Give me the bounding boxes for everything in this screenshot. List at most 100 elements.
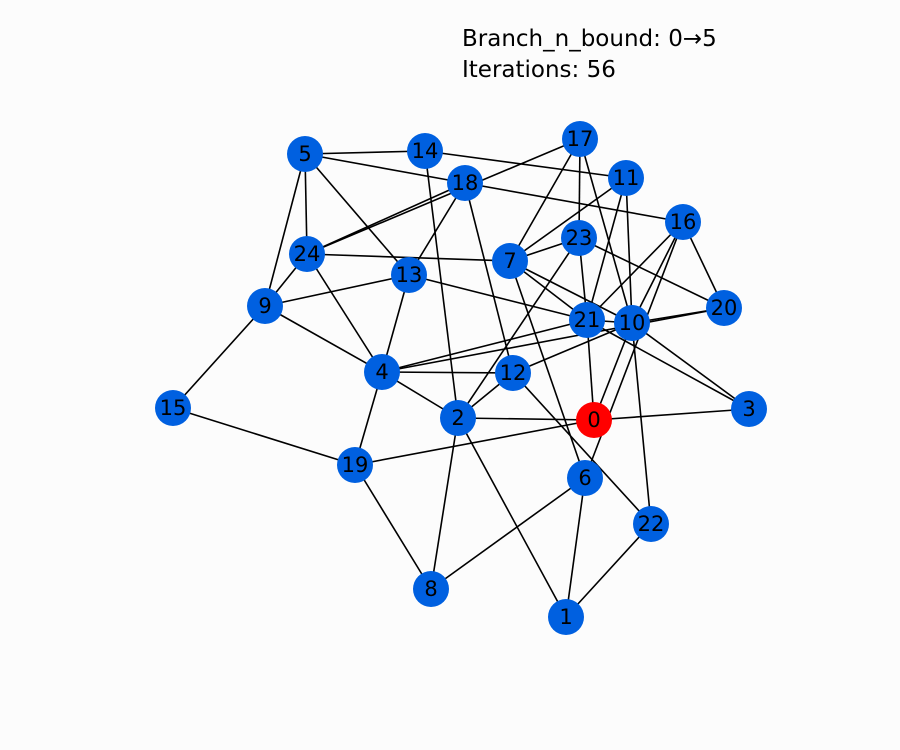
node-1: 1 (548, 599, 584, 635)
title-block: Branch_n_bound: 0→5 Iterations: 56 (462, 24, 717, 86)
node-circle-12 (495, 355, 531, 391)
node-18: 18 (447, 165, 483, 201)
node-13: 13 (391, 257, 427, 293)
algorithm-title: Branch_n_bound: 0→5 (462, 26, 717, 52)
node-label-17: 17 (567, 127, 594, 151)
node-circle-1 (548, 599, 584, 635)
node-14: 14 (407, 133, 443, 169)
node-label-13: 13 (396, 263, 423, 287)
edge-19-8 (354, 464, 432, 590)
edge-22-1 (565, 523, 652, 618)
node-circle-22 (633, 506, 669, 542)
edge-16-21 (586, 221, 684, 321)
edge-18-16 (464, 182, 684, 223)
edge-23-2 (457, 237, 580, 419)
node-circle-24 (289, 236, 325, 272)
edge-17-24 (306, 138, 581, 255)
node-circle-15 (155, 390, 191, 426)
edge-5-13 (304, 153, 410, 276)
edge-7-10 (509, 260, 633, 324)
edge-4-12 (381, 371, 514, 374)
node-label-5: 5 (298, 142, 311, 166)
node-label-15: 15 (160, 396, 187, 420)
edge-6-1 (565, 477, 586, 618)
edge-9-15 (172, 305, 266, 409)
edge-15-19 (172, 407, 356, 466)
node-23: 23 (561, 220, 597, 256)
node-3: 3 (731, 391, 767, 427)
node-0: 0 (576, 402, 612, 438)
node-circle-14 (407, 133, 443, 169)
node-circle-16 (665, 204, 701, 240)
edge-10-3 (631, 322, 750, 410)
edge-14-11 (424, 150, 627, 179)
node-label-19: 19 (342, 453, 369, 477)
edge-16-10 (631, 221, 684, 324)
node-15: 15 (155, 390, 191, 426)
edge-12-10 (512, 322, 633, 374)
node-label-2: 2 (451, 406, 464, 430)
node-label-7: 7 (503, 249, 516, 273)
node-label-23: 23 (566, 226, 593, 250)
edge-9-4 (264, 305, 383, 373)
node-circle-13 (391, 257, 427, 293)
edge-5-18 (304, 153, 466, 184)
edge-5-9 (264, 153, 306, 307)
edge-17-7 (509, 138, 581, 262)
edge-2-1 (457, 417, 567, 618)
edge-9-13 (264, 274, 410, 307)
node-label-20: 20 (711, 296, 738, 320)
node-6: 6 (567, 460, 603, 496)
edge-4-20 (381, 307, 725, 373)
edge-0-19 (354, 419, 595, 466)
node-8: 8 (413, 571, 449, 607)
edge-2-8 (430, 417, 459, 590)
node-circle-4 (364, 354, 400, 390)
node-22: 22 (633, 506, 669, 542)
node-19: 19 (337, 447, 373, 483)
node-label-0: 0 (587, 408, 600, 432)
node-label-24: 24 (294, 242, 321, 266)
node-circle-11 (608, 160, 644, 196)
edge-4-21 (381, 319, 588, 373)
node-10: 10 (614, 305, 650, 341)
edge-12-22 (512, 372, 652, 525)
node-circle-18 (447, 165, 483, 201)
node-circle-17 (562, 121, 598, 157)
node-24: 24 (289, 236, 325, 272)
node-label-14: 14 (412, 139, 439, 163)
edge-11-21 (586, 177, 627, 321)
edge-8-6 (430, 477, 586, 590)
node-21: 21 (569, 302, 605, 338)
edge-23-20 (578, 237, 725, 309)
edge-11-10 (625, 177, 633, 324)
node-label-3: 3 (742, 397, 755, 421)
node-label-4: 4 (375, 360, 388, 384)
node-9: 9 (247, 288, 283, 324)
node-circle-21 (569, 302, 605, 338)
node-circle-7 (492, 243, 528, 279)
node-circle-3 (731, 391, 767, 427)
node-5: 5 (287, 136, 323, 172)
node-16: 16 (665, 204, 701, 240)
node-11: 11 (608, 160, 644, 196)
node-label-8: 8 (424, 577, 437, 601)
edge-11-7 (509, 177, 627, 262)
node-circle-9 (247, 288, 283, 324)
node-4: 4 (364, 354, 400, 390)
edge-layer (172, 138, 750, 618)
node-circle-2 (440, 400, 476, 436)
node-circle-23 (561, 220, 597, 256)
node-label-9: 9 (258, 294, 271, 318)
node-circle-10 (614, 305, 650, 341)
edge-13-21 (408, 274, 588, 321)
edge-2-0 (457, 417, 595, 421)
node-2: 2 (440, 400, 476, 436)
node-circle-19 (337, 447, 373, 483)
node-7: 7 (492, 243, 528, 279)
edge-14-2 (424, 150, 459, 419)
node-circle-0 (576, 402, 612, 438)
node-label-1: 1 (559, 605, 572, 629)
edge-5-14 (304, 150, 426, 155)
